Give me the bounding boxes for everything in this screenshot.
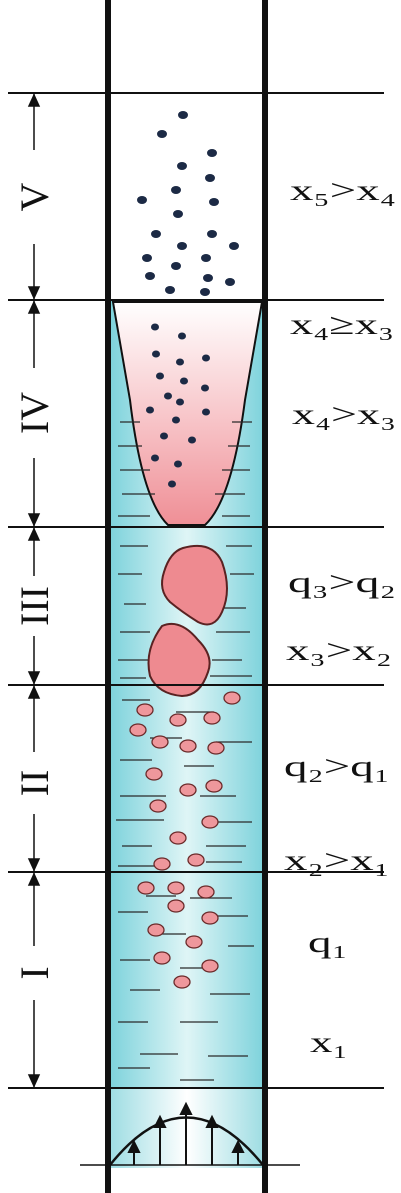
condition-iii-2: x₃>x₂ <box>286 634 392 667</box>
condition-iv-2: x₄>x₃ <box>292 398 396 431</box>
zone-label-v: V <box>12 182 57 211</box>
zone-labels: V IV III II I <box>12 182 57 979</box>
liquid-dashes <box>116 421 254 1081</box>
condition-v-1: x₅>x₄ <box>290 174 396 207</box>
condition-ii-2: x₂>x₁ <box>284 844 390 877</box>
zone-label-ii: II <box>12 770 57 797</box>
zone-label-iv: IV <box>12 392 57 434</box>
dimension-markers <box>27 93 41 1088</box>
pipe-walls <box>105 0 268 1193</box>
small-bubbles <box>129 691 241 989</box>
zone-label-i: I <box>12 966 57 979</box>
liquid-zone-ii <box>111 685 263 872</box>
zone-label-iii: III <box>12 586 57 626</box>
condition-i-1: q₁ <box>308 926 348 959</box>
slug-bubble-lower <box>147 622 211 698</box>
slug-bubbles <box>147 544 228 698</box>
condition-labels: x₅>x₄ x₄≥x₃ x₄>x₃ q₃>q₂ x₃>x₂ q₂>q₁ x₂>x… <box>284 174 396 1059</box>
velocity-profile <box>80 1101 300 1166</box>
condition-iii-1: q₃>q₂ <box>288 566 396 599</box>
slug-bubble-upper <box>161 544 228 626</box>
mist-cone <box>111 301 264 526</box>
droplets <box>137 111 239 488</box>
condition-iv-1: x₄≥x₃ <box>290 308 394 341</box>
condition-ii-1: q₂>q₁ <box>284 750 390 783</box>
condition-i-2: x₁ <box>310 1026 348 1059</box>
zone-boundaries <box>8 92 384 1089</box>
